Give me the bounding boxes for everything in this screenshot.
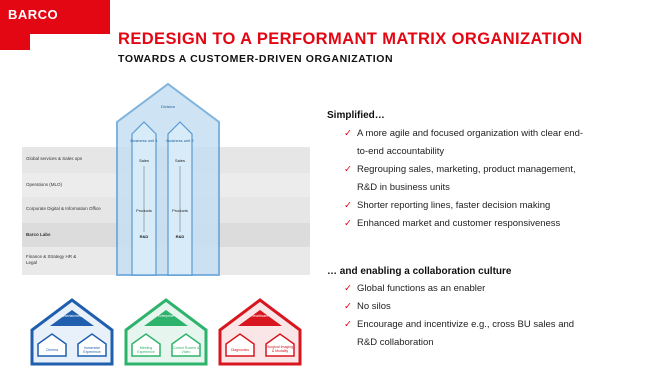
barco-logo: BARCO — [8, 7, 59, 22]
house-1-left: Cinema — [45, 348, 59, 352]
collab-item-2: ✓No silos — [344, 298, 664, 316]
cell-rnd-1: R&D — [139, 234, 149, 239]
division-houses: Entertainment Enterprise Healthcare Cine… — [28, 292, 308, 372]
simplified-item-1-cont: to-end accountability — [357, 146, 445, 157]
check-icon: ✓ — [344, 164, 352, 175]
simplified-item-3: ✓Shorter reporting lines, faster decisio… — [344, 197, 664, 215]
collaboration-list: ✓Global functions as an enabler ✓No silo… — [344, 280, 664, 352]
cell-products-2: Products — [172, 208, 188, 213]
house-2-left: Meeting Experience — [137, 346, 155, 354]
houses-graphic — [30, 298, 302, 366]
simplified-heading: Simplified… — [327, 110, 385, 121]
brand-corner — [0, 34, 30, 50]
collab-item-3: ✓Encourage and incentivize e.g., cross B… — [344, 316, 664, 334]
house-3-left: Diagnostics — [230, 348, 250, 352]
division-label: Division — [160, 104, 175, 109]
org-matrix-diagram: Division Business unit 1 Business unit 2… — [22, 82, 310, 280]
cell-rnd-2: R&D — [175, 234, 185, 239]
simplified-item-1: ✓A more agile and focused organization w… — [344, 125, 664, 143]
matrix-graphic — [22, 82, 310, 276]
check-icon: ✓ — [344, 218, 352, 229]
check-icon: ✓ — [344, 200, 352, 211]
check-icon: ✓ — [344, 128, 352, 139]
row-label-1: Global services & Sales ops — [26, 156, 83, 161]
brand-bar — [0, 0, 110, 34]
row-label-3: Corporate Digital & Information Office — [26, 206, 101, 211]
cell-products-1: Products — [136, 208, 152, 213]
simplified-list: ✓A more agile and focused organization w… — [344, 125, 664, 233]
cell-sales-2: Sales — [174, 158, 185, 163]
house-healthcare — [218, 298, 302, 366]
check-icon: ✓ — [344, 301, 352, 312]
house-3-title: Healthcare — [251, 314, 269, 318]
house-enterprise — [124, 298, 208, 366]
check-icon: ✓ — [344, 283, 352, 294]
collaboration-heading: … and enabling a collaboration culture — [327, 266, 512, 277]
cell-sales-1: Sales — [138, 158, 149, 163]
collab-item-3-cont: R&D collaboration — [357, 337, 434, 348]
house-2-right: Control Rooms & Video — [172, 346, 200, 354]
slide-subtitle: TOWARDS A CUSTOMER-DRIVEN ORGANIZATION — [118, 53, 394, 65]
slide-title: REDESIGN TO A PERFORMANT MATRIX ORGANIZA… — [118, 30, 583, 48]
row-label-2: Operations (MLO) — [26, 182, 63, 187]
unit-1-label: Business unit 1 — [130, 138, 158, 143]
row-label-5: Finance & Strategy HR & Legal — [26, 254, 77, 265]
simplified-item-4: ✓Enhanced market and customer responsive… — [344, 215, 664, 233]
house-1-right: Immersive Experience — [83, 346, 101, 354]
simplified-item-2: ✓Regrouping sales, marketing, product ma… — [344, 161, 664, 179]
house-1-title: Entertainment — [61, 314, 83, 318]
check-icon: ✓ — [344, 319, 352, 330]
unit-2-label: Business unit 2 — [166, 138, 194, 143]
row-label-4: Barco Labs — [26, 232, 51, 237]
house-2-title: Enterprise — [158, 314, 174, 318]
house-3-right: Surgical Imaging & Modality — [266, 345, 294, 353]
simplified-item-2-cont: R&D in business units — [357, 182, 450, 193]
house-entertainment — [30, 298, 114, 366]
collab-item-1: ✓Global functions as an enabler — [344, 280, 664, 298]
